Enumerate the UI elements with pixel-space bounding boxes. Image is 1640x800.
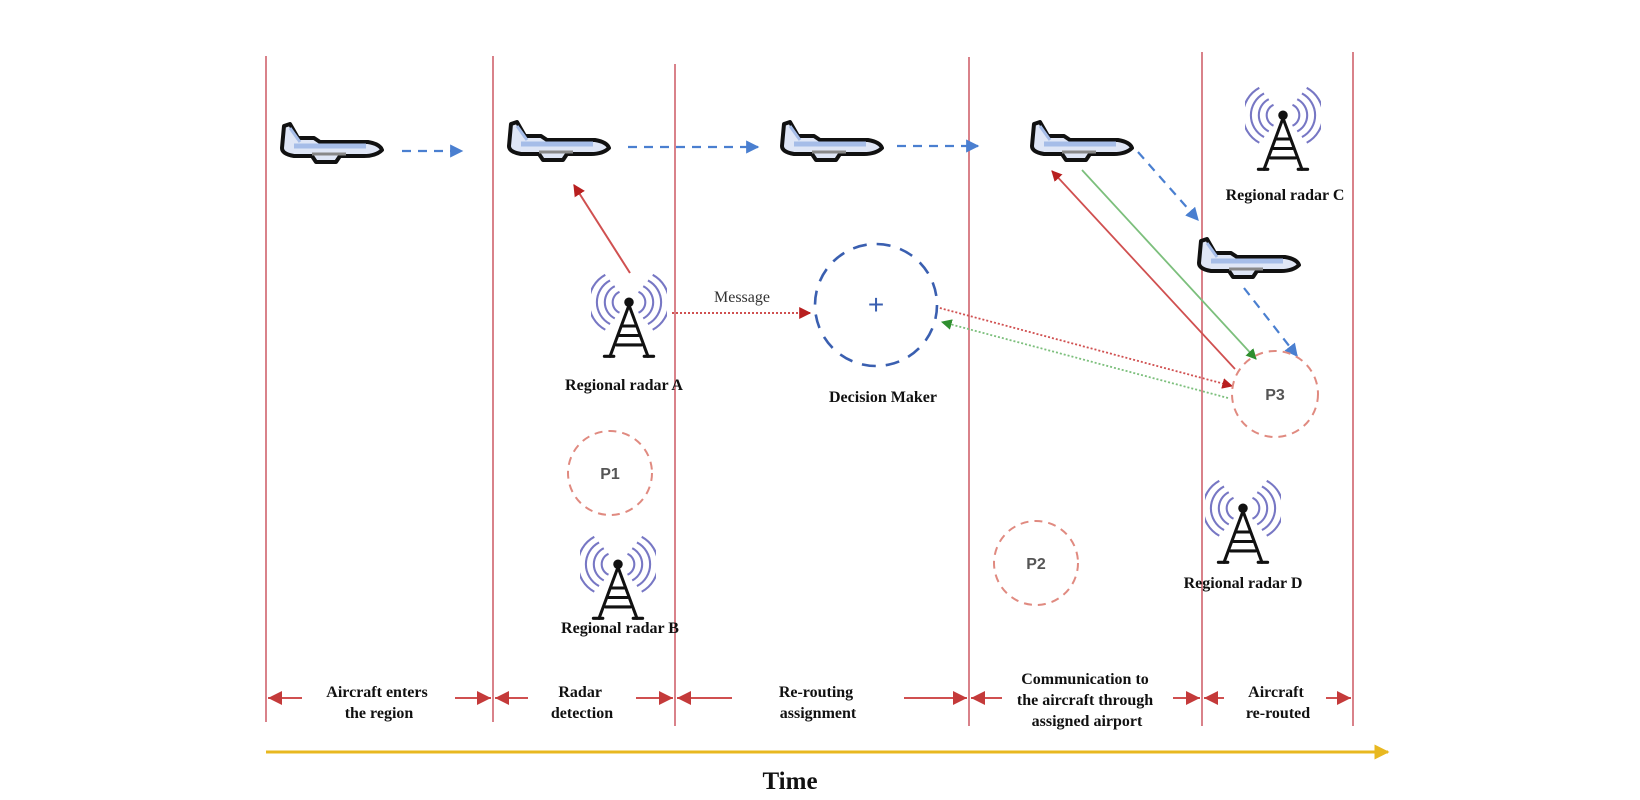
radar-label: Regional radar C bbox=[1226, 187, 1345, 204]
phase-label-detection: Radar detection bbox=[551, 684, 613, 722]
phase-label-communication: Communication to the aircraft through as… bbox=[1017, 671, 1157, 730]
radio-tower-icon bbox=[580, 535, 656, 620]
time-axis-label: Time bbox=[762, 768, 817, 795]
airport-circle bbox=[567, 430, 653, 516]
airplane-icon bbox=[1032, 122, 1132, 160]
airport-label: P1 bbox=[600, 466, 620, 483]
assignment-arrow bbox=[935, 306, 1234, 389]
airport-p2: P2 bbox=[993, 520, 1079, 606]
radar-b: Regional radar B bbox=[561, 535, 679, 637]
flight-path bbox=[402, 139, 1298, 358]
phase-label-enter: Aircraft enters the region bbox=[326, 684, 431, 722]
radar-d: Regional radar D bbox=[1184, 479, 1303, 592]
acknowledge-arrow bbox=[940, 319, 1229, 399]
decision-maker-circle bbox=[813, 242, 939, 368]
radar-label: Regional radar B bbox=[561, 620, 679, 637]
aircraft-track bbox=[282, 122, 1299, 277]
detection-arrow bbox=[573, 183, 631, 274]
radar-label: Regional radar A bbox=[565, 377, 683, 394]
decision-maker-symbol: + bbox=[868, 289, 884, 320]
radio-tower-icon bbox=[1205, 479, 1281, 564]
airport-label: P2 bbox=[1026, 556, 1046, 573]
message-label: Message bbox=[714, 289, 770, 306]
phase-label-assignment: Re-routing assignment bbox=[779, 684, 857, 722]
radio-tower-icon bbox=[591, 273, 667, 358]
radio-tower-icon bbox=[1245, 86, 1321, 171]
airplane-icon bbox=[282, 124, 382, 162]
radar-c: Regional radar C bbox=[1226, 86, 1345, 204]
flight-path-arrow bbox=[1137, 151, 1199, 221]
airport-circle bbox=[993, 520, 1079, 606]
decision-maker-label: Decision Maker bbox=[829, 389, 937, 406]
aircraft-to-airport-arrow bbox=[1081, 169, 1257, 360]
flight-path-arrow bbox=[1243, 287, 1298, 358]
airplane-icon bbox=[509, 122, 609, 160]
airport-p1: P1 bbox=[567, 430, 653, 516]
phase-label-rerouted: Aircraft re-routed bbox=[1246, 684, 1310, 722]
decision-maker: + Decision Maker bbox=[813, 242, 939, 406]
airplane-icon bbox=[782, 122, 882, 160]
airport-label: P3 bbox=[1265, 387, 1285, 404]
airport-p3: P3 bbox=[1231, 350, 1319, 438]
phase-labels: Aircraft enters the region Radar detecti… bbox=[326, 671, 1310, 730]
airport-circle bbox=[1231, 350, 1319, 438]
airplane-icon bbox=[1199, 239, 1299, 277]
radar-a: Regional radar A bbox=[565, 273, 683, 394]
radar-label: Regional radar D bbox=[1184, 575, 1303, 592]
phase-separators bbox=[265, 52, 1354, 726]
airport-to-aircraft-arrow bbox=[1051, 170, 1236, 370]
